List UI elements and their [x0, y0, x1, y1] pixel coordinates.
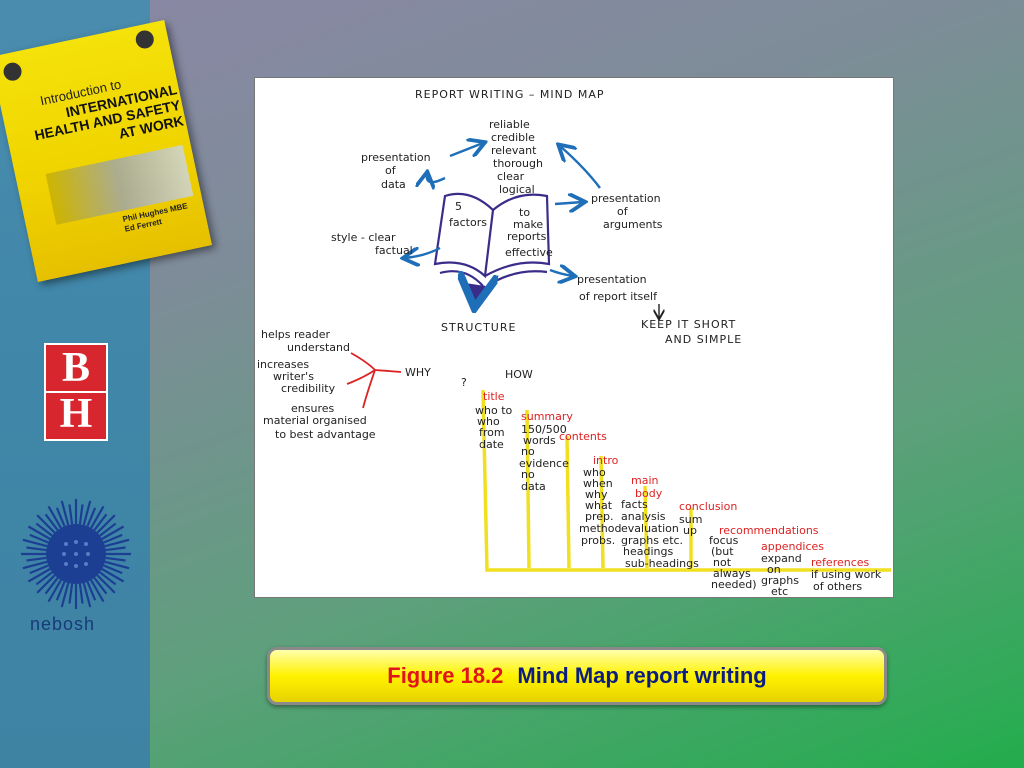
question-mark: ? [461, 376, 467, 389]
down-arrow-structure [475, 286, 477, 303]
keep-it-short-note: KEEP IT SHORT AND SIMPLE [641, 318, 742, 346]
how-label: HOW [505, 368, 533, 381]
section-appendices-items: expand on graphs etc [761, 552, 805, 598]
section-intro-head: intro [593, 454, 619, 467]
bh-logo-divider [46, 391, 106, 393]
section-conclusion-head: conclusion [679, 500, 737, 513]
section-intro-items: who when why what prep. method probs. [579, 466, 625, 547]
presentation-of-data: presentation of data [361, 151, 434, 191]
section-conclusion-items: sum up [679, 513, 706, 537]
section-appendices-head: appendices [761, 540, 824, 553]
bh-logo: B H [44, 343, 108, 441]
why-connector [346, 352, 402, 409]
why-label: WHY [405, 366, 431, 379]
section-main-body-items: facts analysis evaluation graphs etc. he… [621, 498, 699, 570]
book-right-page-text: to make reports effective [505, 206, 553, 259]
presentation-of-arguments: presentation of arguments [591, 192, 664, 231]
figure-title: Mind Map report writing [517, 663, 767, 688]
nebosh-seal-icon [134, 28, 156, 51]
figure-number: Figure 18.2 [387, 663, 504, 688]
structure-staircase [481, 389, 891, 572]
section-title-head: title [483, 390, 505, 403]
section-references-head: references [811, 556, 870, 569]
quality-list: reliable credible relevant thorough clea… [489, 118, 546, 196]
figure-caption: Figure 18.2 Mind Map report writing [267, 647, 887, 705]
mind-map-drawing: REPORT WRITING – MIND MAP 5 factors to m… [257, 88, 891, 598]
structure-label: STRUCTURE [441, 321, 516, 334]
section-recommendations-items: focus (but not always needed) [709, 534, 757, 591]
presentation-of-report: presentation of report itself [577, 273, 658, 303]
section-summary-head: summary [521, 410, 573, 423]
bh-logo-h: H [59, 391, 93, 437]
section-main-body-head: main body [631, 474, 663, 500]
nebosh-globe-icon [21, 499, 131, 609]
section-contents-head: contents [559, 430, 607, 443]
bh-logo-b: B [61, 345, 90, 391]
publisher-seal-icon [1, 60, 24, 83]
nebosh-wordmark: nebosh [30, 614, 96, 634]
blue-arrows [405, 143, 601, 276]
section-summary-items: 150/500 words no evidence no data [519, 423, 572, 493]
section-references-items: if using work of others [811, 568, 885, 593]
section-recommendations-head: recommendations [719, 524, 819, 537]
why-reasons: helps reader understand increases writer… [257, 328, 376, 441]
style-clear-factual: style - clear factual [331, 231, 413, 257]
mind-map-figure: REPORT WRITING – MIND MAP 5 factors to m… [254, 77, 894, 598]
section-title-items: who to who from date [475, 404, 516, 451]
book-left-page-text: 5 factors [449, 200, 487, 229]
mind-map-title: REPORT WRITING – MIND MAP [415, 88, 605, 101]
